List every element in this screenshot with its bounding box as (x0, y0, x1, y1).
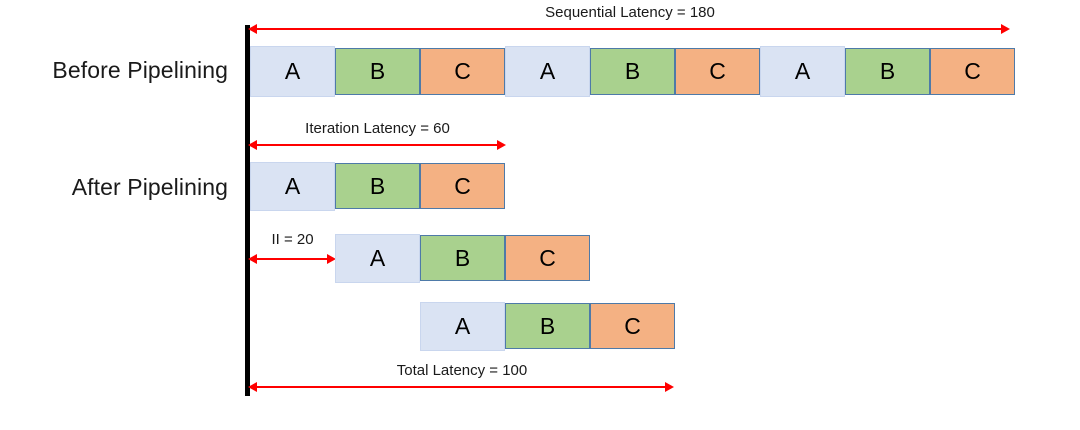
block-before-iter1-b: B (335, 48, 420, 95)
arrowhead-right-icon (497, 140, 506, 150)
block-before-iter3-a: A (760, 46, 845, 97)
arrowhead-right-icon (1001, 24, 1010, 34)
block-after-iter1-b: B (335, 163, 420, 209)
initiation-interval-label: II = 20 (271, 231, 314, 248)
block-after-iter3-b: B (505, 303, 590, 349)
arrowhead-left-icon (248, 24, 257, 34)
block-after-iter1-a: A (250, 162, 335, 211)
arrowhead-right-icon (327, 254, 336, 264)
iteration-latency-label: Iteration Latency = 60 (305, 120, 450, 137)
block-after-iter3-a: A (420, 302, 505, 351)
block-before-iter3-c: C (930, 48, 1015, 95)
block-before-iter2-b: B (590, 48, 675, 95)
total-latency-arrow (248, 382, 674, 392)
total-latency-label: Total Latency = 100 (396, 362, 528, 379)
iteration-latency-arrow (248, 140, 506, 150)
arrow-shaft (255, 386, 667, 388)
block-before-iter1-a: A (250, 46, 335, 97)
initiation-interval-arrow (248, 254, 336, 264)
block-after-iter2-c: C (505, 235, 590, 281)
arrow-shaft (255, 258, 329, 260)
block-before-iter3-b: B (845, 48, 930, 95)
block-before-iter2-a: A (505, 46, 590, 97)
sequential-latency-label: Sequential Latency = 180 (545, 4, 715, 21)
block-after-iter3-c: C (590, 303, 675, 349)
block-after-iter2-a: A (335, 234, 420, 283)
row-label-after-pipelining: After Pipelining (71, 174, 228, 200)
arrowhead-left-icon (248, 140, 257, 150)
sequential-latency-arrow (248, 24, 1010, 34)
block-before-iter1-c: C (420, 48, 505, 95)
arrow-shaft (255, 144, 499, 146)
arrow-shaft (255, 28, 1003, 30)
time-origin-axis (245, 25, 250, 396)
block-before-iter2-c: C (675, 48, 760, 95)
block-after-iter1-c: C (420, 163, 505, 209)
arrowhead-left-icon (248, 382, 257, 392)
block-after-iter2-b: B (420, 235, 505, 281)
arrowhead-right-icon (665, 382, 674, 392)
row-label-before-pipelining: Before Pipelining (52, 57, 228, 83)
arrowhead-left-icon (248, 254, 257, 264)
